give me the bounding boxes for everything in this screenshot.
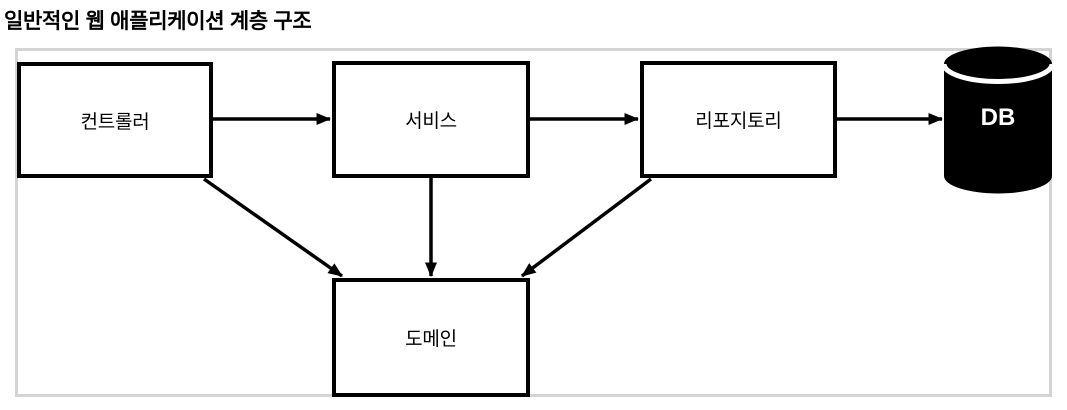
node-service-label: 서비스 — [405, 111, 457, 132]
node-controller: 컨트롤러 — [17, 62, 213, 178]
diagram-title: 일반적인 웹 애플리케이션 계층 구조 — [4, 10, 312, 33]
node-db-label: DB — [980, 103, 1016, 131]
node-controller-label: 컨트롤러 — [80, 111, 150, 133]
node-repository: 리포지토리 — [640, 61, 837, 178]
node-service: 서비스 — [332, 61, 530, 178]
node-repository-label: 리포지토리 — [695, 111, 782, 132]
node-domain: 도메인 — [332, 278, 530, 397]
node-domain-label: 도메인 — [405, 329, 457, 350]
